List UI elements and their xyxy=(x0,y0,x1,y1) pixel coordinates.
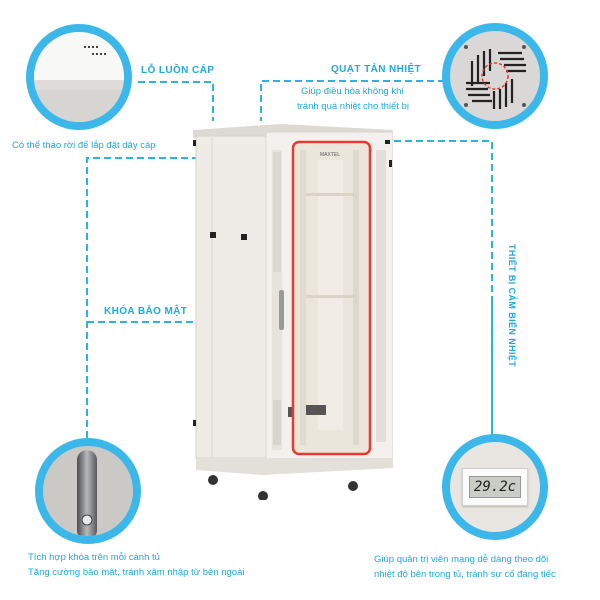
temperature-value: 29.2c xyxy=(469,476,521,498)
server-rack-cabinet-icon: MAXTEL xyxy=(193,124,393,500)
door-lock-icon xyxy=(77,450,97,536)
fan-description-line1: Giúp điều hòa không khí xyxy=(301,86,404,97)
sensor-title: THIẾT BỊ CẢM BIẾN NHIỆT xyxy=(507,244,517,368)
lock-description-line2: Tăng cường bảo mật, tránh xâm nhập từ bê… xyxy=(28,567,245,578)
lock-description-line1: Tích hợp khóa trên mỗi cánh tủ xyxy=(28,552,160,563)
svg-text:MAXTEL: MAXTEL xyxy=(320,152,340,158)
server-rack-cabinet: MAXTEL xyxy=(193,120,393,500)
removable-description: Có thể tháo rời để lắp đặt dây cáp xyxy=(12,140,156,151)
fan-title: QUẠT TẢN NHIỆT xyxy=(331,64,422,75)
sensor-description-line1: Giúp quản trị viên mạng dễ dàng theo dõi xyxy=(374,554,549,565)
cooling-fan-icon xyxy=(464,45,526,109)
temperature-sensor-closeup: 29.2c xyxy=(442,434,548,540)
temperature-display: 29.2c xyxy=(462,468,528,506)
door-lock-closeup xyxy=(35,438,141,544)
sensor-description-line2: nhiệt độ bên trong tủ, tránh sự cố đáng … xyxy=(374,569,556,580)
cable-hole-title: LỖ LUỒN CÁP xyxy=(141,65,215,76)
cable-hole-closeup-icon xyxy=(34,32,124,122)
lock-title: KHÓA BẢO MẬT xyxy=(104,306,188,317)
fan-description-line2: tránh quá nhiệt cho thiết bị xyxy=(297,101,409,112)
cable-hole-closeup xyxy=(26,24,132,130)
cooling-fan-closeup xyxy=(442,23,548,129)
